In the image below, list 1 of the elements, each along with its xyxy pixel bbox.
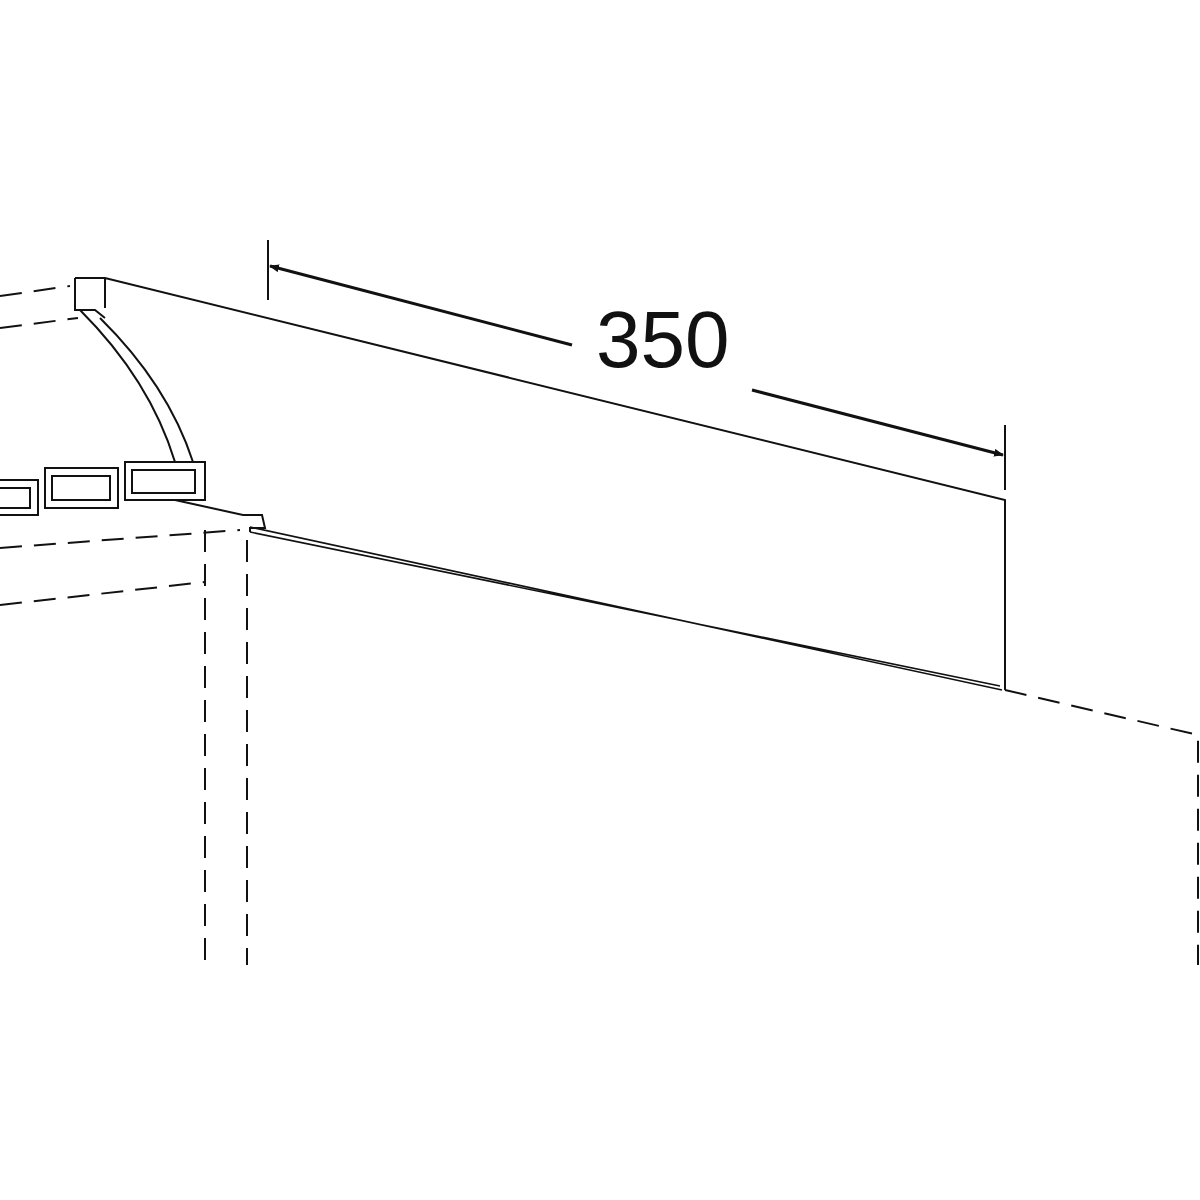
dimension-label: 350 — [596, 300, 730, 380]
